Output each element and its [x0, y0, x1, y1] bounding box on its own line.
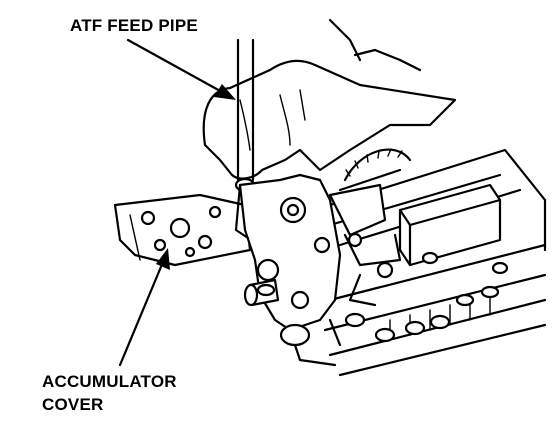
accumulator-cover-label-line1: ACCUMULATOR	[42, 372, 177, 391]
atf-feed-pipe-leader	[126, 38, 236, 100]
solenoid-block	[398, 183, 502, 267]
lower-housing	[279, 318, 342, 367]
accumulator-cover-leader	[118, 248, 170, 367]
linkage-bracket	[328, 183, 402, 307]
shaft-stud	[243, 278, 280, 307]
accumulator-cover	[113, 193, 252, 267]
gear-ring	[338, 148, 412, 192]
servo-housing	[234, 173, 342, 332]
accumulator-cover-label-line2: COVER	[42, 395, 104, 414]
bolt-row	[344, 251, 509, 343]
atf-feed-pipe-label: ATF FEED PIPE	[70, 16, 198, 35]
technical-illustration	[113, 18, 547, 377]
hand	[202, 18, 457, 180]
